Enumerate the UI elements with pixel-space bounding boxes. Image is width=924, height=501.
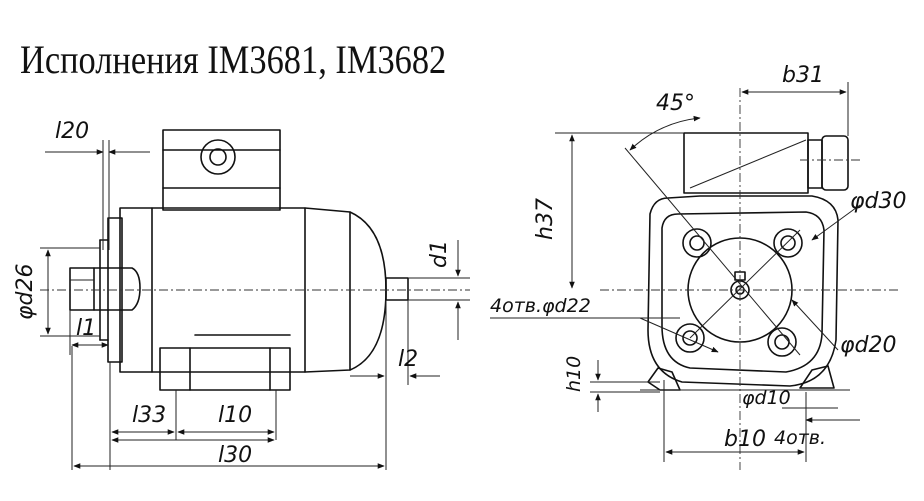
page-title: Исполнения IM3681, IM3682 <box>20 37 447 82</box>
label-l2: l2 <box>398 347 418 372</box>
label-b10: b10 <box>724 427 766 452</box>
label-d10: φd10 <box>742 387 791 409</box>
bolt-hole <box>767 327 797 357</box>
end-view: 45° b31 h37 φd30 4отв.φd22 φd20 h10 φd10 <box>490 63 906 470</box>
label-l10: l10 <box>218 403 252 428</box>
terminal-box-end <box>683 132 809 194</box>
label-d1: d1 <box>427 240 452 268</box>
shaft-left <box>69 267 141 311</box>
bolt-hole <box>675 323 705 353</box>
label-l1: l1 <box>76 316 96 341</box>
shaft-right <box>385 277 409 301</box>
label-d26: φd26 <box>13 264 38 320</box>
label-h10: h10 <box>563 356 585 392</box>
label-l20: l20 <box>55 119 89 144</box>
end-housing <box>647 195 839 387</box>
label-d20: φd20 <box>840 333 896 358</box>
label-d22: 4отв.φd22 <box>490 295 591 317</box>
side-view: l20 φd26 l1 d1 l2 l33 l10 l30 <box>13 119 470 470</box>
label-b31: b31 <box>782 63 824 88</box>
label-l33: l33 <box>132 403 166 428</box>
cable-gland-circle <box>200 139 236 175</box>
foot-block <box>159 347 291 391</box>
cable-gland-end <box>821 135 849 191</box>
label-d30: φd30 <box>850 189 906 214</box>
label-h37: h37 <box>533 198 558 240</box>
label-angle: 45° <box>656 91 695 116</box>
bolt-hole <box>773 228 803 258</box>
bolt-hole <box>682 228 712 258</box>
label-l30: l30 <box>218 443 252 468</box>
label-holes4: 4отв. <box>774 427 826 449</box>
terminal-box <box>162 129 281 211</box>
